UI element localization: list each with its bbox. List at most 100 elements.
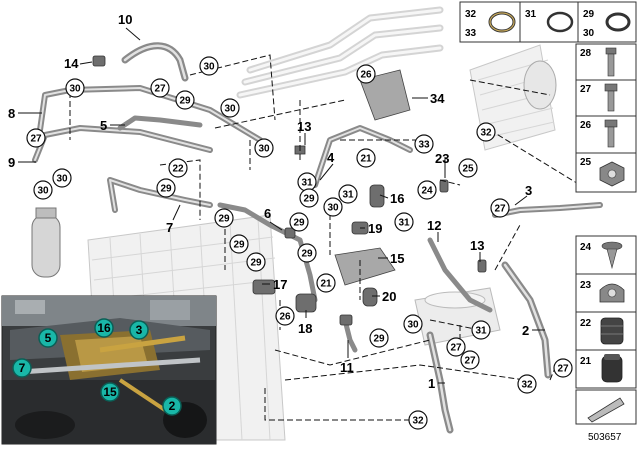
rivet-clip-icon (601, 241, 623, 270)
fastener-label: 28 (580, 48, 592, 59)
callout-26: 26 (275, 306, 295, 326)
label-part: 14 (64, 56, 79, 71)
callout-30: 30 (323, 197, 343, 217)
callout-text: 29 (301, 249, 313, 260)
seal-bottom-label: 30 (583, 28, 595, 39)
label-part: 7 (166, 220, 173, 235)
callout-22: 22 (168, 158, 188, 178)
receiver-dryer (31, 207, 61, 278)
assembly-lines (69, 54, 581, 421)
label-part: 17 (273, 277, 287, 292)
fastener-label: 25 (580, 157, 592, 168)
callout-text: 33 (418, 140, 430, 151)
photo-label-15: 15 (100, 382, 120, 402)
callout-text: 26 (360, 70, 372, 81)
callout-text: 30 (56, 174, 68, 185)
bolt-icon (605, 47, 617, 77)
callout-30: 30 (65, 78, 85, 98)
callout-text: 31 (398, 218, 410, 229)
callout-text: 30 (224, 104, 236, 115)
callout-text: 32 (412, 416, 424, 427)
photo-label-2: 2 (162, 396, 182, 416)
callout-text: 29 (303, 194, 315, 205)
callout-text: 27 (464, 356, 476, 367)
callout-text: 27 (557, 364, 569, 375)
seal-top-label: 32 (465, 9, 477, 20)
photo-label-7: 7 (12, 358, 32, 378)
callout-29: 29 (214, 208, 234, 228)
callout-text: 29 (293, 218, 305, 229)
callout-32: 32 (476, 122, 496, 142)
callout-24: 24 (417, 180, 437, 200)
callout-29: 29 (289, 212, 309, 232)
label-part: 4 (327, 150, 335, 165)
clip-label: 22 (580, 318, 592, 329)
callout-text: 22 (172, 164, 184, 175)
callout-text: 27 (30, 134, 42, 145)
callout-29: 29 (229, 234, 249, 254)
leader-lines (18, 27, 545, 384)
callout-31: 31 (338, 184, 358, 204)
callout-27: 27 (553, 358, 573, 378)
seal-ring-icon (546, 11, 574, 33)
bolt-icon (604, 119, 618, 148)
label-part: 19 (368, 221, 382, 236)
photo-label-text: 3 (136, 323, 143, 337)
callout-33: 33 (414, 134, 434, 154)
drawing-number: 503657 (588, 432, 622, 443)
callout-27: 27 (150, 78, 170, 98)
direction-arrow-icon (587, 397, 625, 423)
clip-label: 23 (580, 280, 592, 291)
photo-label-16: 16 (94, 318, 114, 338)
photo-label-5: 5 (38, 328, 58, 348)
callout-27: 27 (460, 350, 480, 370)
legend-panel: 32 33 31 29 30 28 27 26 25 (459, 1, 637, 443)
bracket-clip-icon (599, 283, 625, 303)
callout-text: 21 (360, 154, 372, 165)
label-part: 12 (427, 218, 441, 233)
callout-text: 30 (69, 84, 81, 95)
clip-label: 21 (580, 356, 592, 367)
callout-text: 29 (233, 240, 245, 251)
callout-30: 30 (52, 168, 72, 188)
callout-text: 25 (462, 164, 474, 175)
callout-text: 27 (154, 84, 166, 95)
inset-photo (1, 295, 217, 445)
label-part: 6 (264, 206, 271, 221)
seal-bottom-label: 33 (465, 28, 477, 39)
callout-text: 29 (160, 184, 172, 195)
callout-30: 30 (220, 98, 240, 118)
callout-text: 29 (373, 334, 385, 345)
callout-31: 31 (471, 320, 491, 340)
callout-text: 31 (342, 190, 354, 201)
callout-text: 31 (301, 178, 313, 189)
clip-label: 24 (580, 242, 592, 253)
callout-text: 30 (407, 320, 419, 331)
label-part: 10 (118, 12, 132, 27)
label-part: 23 (435, 151, 449, 166)
photo-labels: 5 16 3 7 15 2 (12, 318, 182, 416)
callout-text: 27 (450, 343, 462, 354)
callout-27: 27 (446, 337, 466, 357)
callout-21: 21 (356, 148, 376, 168)
callout-29: 29 (175, 90, 195, 110)
photo-label-text: 16 (97, 321, 111, 335)
callout-27: 27 (490, 198, 510, 218)
fastener-label: 27 (580, 84, 592, 95)
callout-26: 26 (356, 64, 376, 84)
protective-cap-icon (601, 354, 623, 383)
protective-cap-icon (600, 317, 624, 345)
part-number-labels: 10 14 8 5 9 7 13 4 6 16 19 23 3 12 13 15… (8, 12, 532, 391)
callout-text: 30 (258, 144, 270, 155)
callout-30: 30 (33, 180, 53, 200)
callout-text: 26 (279, 312, 291, 323)
callout-29: 29 (299, 188, 319, 208)
callout-text: 30 (37, 186, 49, 197)
callout-31: 31 (297, 172, 317, 192)
label-part: 18 (298, 321, 312, 336)
callout-30: 30 (254, 138, 274, 158)
label-part: 20 (382, 289, 396, 304)
callout-30: 30 (403, 314, 423, 334)
label-part: 9 (8, 155, 15, 170)
